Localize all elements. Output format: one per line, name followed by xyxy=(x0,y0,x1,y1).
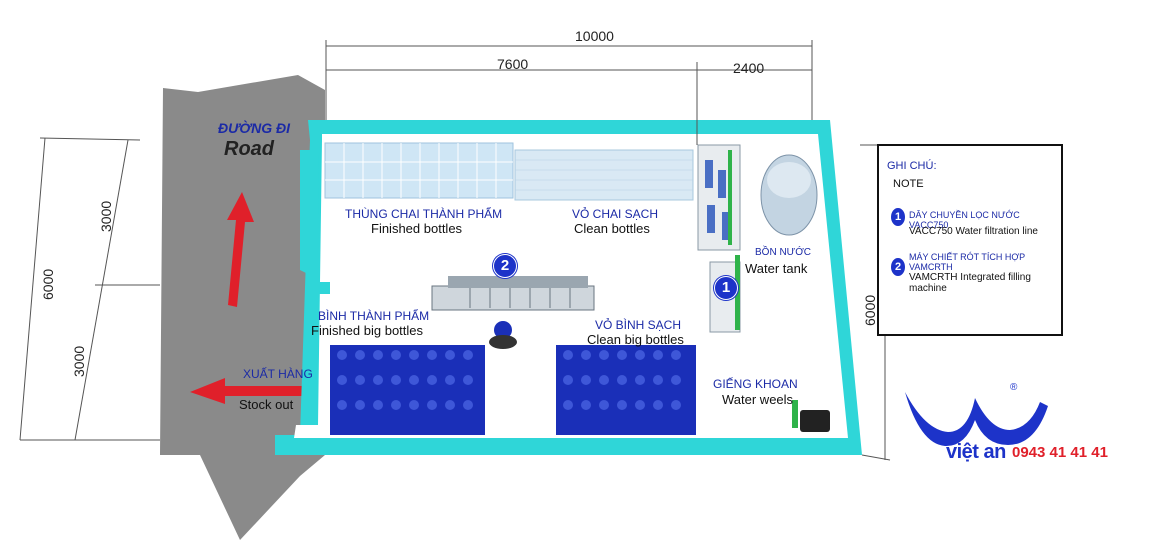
note-item-2-en: VAMCRTH Integrated filling machine xyxy=(909,272,1031,294)
finished-big-bottles-stack xyxy=(330,345,485,435)
water-tank-label-en: Water tank xyxy=(745,261,808,276)
note-title: GHI CHÚ: xyxy=(887,160,937,172)
stock-out-label-vi: XUẤT HÀNG xyxy=(243,367,313,381)
clean-big-bottles-label-en: Clean big bottles xyxy=(587,332,684,347)
dim-left-lower: 3000 xyxy=(71,345,87,377)
note-item-1-vi: DÂY CHUYỀN LỌC NƯỚC VACC750 xyxy=(909,210,1020,230)
marker-2: 2 xyxy=(493,254,517,278)
dim-left-width: 7600 xyxy=(497,56,529,72)
filtration-line xyxy=(697,144,741,251)
dim-right-width: 2400 xyxy=(733,60,765,76)
brand-name: việt an xyxy=(946,441,1006,463)
brand-phone: 0943 41 41 41 xyxy=(1012,444,1108,461)
stock-out-label-en: Stock out xyxy=(239,397,294,412)
road-label-en: Road xyxy=(224,138,274,160)
road-label-vi: ĐƯỜNG ĐI xyxy=(218,120,291,136)
clean-big-bottles-label-vi: VỎ BÌNH SẠCH xyxy=(595,318,682,332)
finished-big-bottles-label-en: Finished big bottles xyxy=(311,323,424,338)
finished-bottles-stack xyxy=(324,142,514,199)
clean-bottles-label-en: Clean bottles xyxy=(574,221,650,236)
finished-bottles-label-en: Finished bottles xyxy=(371,221,463,236)
well-pump xyxy=(792,400,830,432)
note-item-2-number: 2 xyxy=(891,258,905,276)
finished-bottles-label-vi: THÙNG CHAI THÀNH PHẨM xyxy=(345,207,503,221)
worker xyxy=(489,321,517,349)
brand-logo-mark xyxy=(905,392,1048,447)
water-wells-label-en: Water weels xyxy=(722,392,794,407)
finished-big-bottles-label-vi: BÌNH THÀNH PHẨM xyxy=(318,309,430,323)
dim-total-width: 10000 xyxy=(575,28,614,44)
road-arrow-up xyxy=(227,192,254,307)
clean-bottles-label-vi: VỎ CHAI SẠCH xyxy=(572,207,659,221)
note-box: GHI CHÚ: NOTE 1 DÂY CHUYỀN LỌC NƯỚC VACC… xyxy=(877,144,1063,336)
note-subtitle: NOTE xyxy=(893,178,924,190)
note-item-1-en: VACC750 Water filtration line xyxy=(909,226,1038,237)
water-tank xyxy=(760,154,818,236)
filling-machine xyxy=(431,276,595,311)
note-item-2-vi: MÁY CHIẾT RÓT TÍCH HỢP VAMCRTH xyxy=(909,252,1025,272)
brand-registered-mark: ® xyxy=(1010,382,1018,393)
dim-left-total-height: 6000 xyxy=(40,268,56,300)
stock-out-arrow xyxy=(190,378,320,404)
clean-big-bottles-stack xyxy=(556,345,696,435)
water-wells-label-vi: GIẾNG KHOAN xyxy=(713,377,798,391)
road xyxy=(160,75,325,540)
dim-left-upper: 3000 xyxy=(98,200,114,232)
clean-bottles-area xyxy=(514,149,694,201)
note-item-1-number: 1 xyxy=(891,208,905,226)
dim-right-height: 6000 xyxy=(862,294,878,326)
water-tank-label-vi: BỒN NƯỚC xyxy=(755,247,812,258)
marker-1: 1 xyxy=(714,276,738,300)
